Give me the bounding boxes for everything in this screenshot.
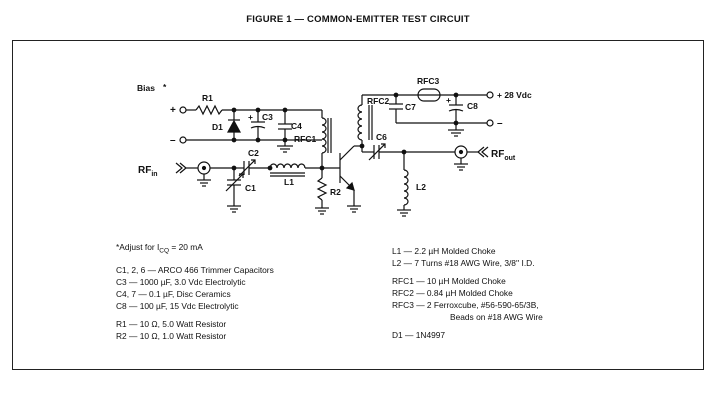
rfc1-choke xyxy=(321,117,327,154)
d1-label: D1 xyxy=(212,122,223,132)
rfc3-label: RFC3 xyxy=(417,76,439,86)
rfc2-choke xyxy=(357,104,363,141)
circuit-frame xyxy=(12,40,704,370)
vdc-terminal xyxy=(486,91,494,99)
note-rfc2: RFC2 — 0.84 µH Molded Choke xyxy=(392,288,513,298)
rf-out-arrow xyxy=(477,146,485,158)
note-c8: C8 — 100 µF, 15 Vdc Electrolytic xyxy=(116,300,239,311)
bias-plus-terminal xyxy=(179,106,187,114)
out-minus-terminal xyxy=(486,119,494,127)
note-r2: R2 — 10 Ω, 1.0 Watt Resistor xyxy=(116,330,227,341)
r2-label: R2 xyxy=(330,187,341,197)
rfc2-label: RFC2 xyxy=(367,96,389,106)
rf-out-label: RFout xyxy=(491,149,516,162)
note-c4-c7: C4, 7 — 0.1 µF, Disc Ceramics xyxy=(116,288,231,299)
note-rfc1: RFC1 — 10 µH Molded Choke xyxy=(392,276,506,286)
c6-label: C6 xyxy=(376,132,387,142)
note-rfc3-cont: Beads on #18 AWG Wire xyxy=(450,312,543,322)
l1-label: L1 xyxy=(284,177,294,187)
r1-label: R1 xyxy=(202,93,213,103)
rfc1-label: RFC1 xyxy=(294,134,316,144)
parts-list-right: L1 — 2.2 µH Molded Choke L2 — 7 Turns #1… xyxy=(392,245,543,341)
note-l1: L1 — 2.2 µH Molded Choke xyxy=(392,246,496,256)
note-c3: C3 — 1000 µF, 3.0 Vdc Electrolytic xyxy=(116,276,246,287)
rf-in-arrow xyxy=(175,162,183,174)
c7-label: C7 xyxy=(405,102,416,112)
note-r1: R1 — 10 Ω, 5.0 Watt Resistor xyxy=(116,318,227,329)
c1-label: C1 xyxy=(245,183,256,193)
bias-minus-terminal xyxy=(179,136,187,144)
r1-resistor xyxy=(195,104,223,116)
parts-list-left: *Adjust for ICQ = 20 mA C1, 2, 6 — ARCO … xyxy=(116,241,274,342)
note-c1-c2-c6: C1, 2, 6 — ARCO 466 Trimmer Capacitors xyxy=(116,264,274,275)
c3-label: C3 xyxy=(262,112,273,122)
out-minus-label: – xyxy=(497,118,503,129)
r2-resistor xyxy=(316,177,328,201)
l2-label: L2 xyxy=(416,182,426,192)
bias-label: Bias xyxy=(137,83,155,93)
figure-title: FIGURE 1 — COMMON-EMITTER TEST CIRCUIT xyxy=(246,14,470,25)
note-l2: L2 — 7 Turns #18 AWG Wire, 3/8'' I.D. xyxy=(392,258,535,268)
rf-in-label: RFin xyxy=(138,165,158,178)
d1-diode xyxy=(226,119,242,133)
l2-coil xyxy=(403,169,409,206)
note-d1: D1 — 1N4997 xyxy=(392,330,446,340)
c8-label: C8 xyxy=(467,101,478,111)
l1-choke xyxy=(269,163,306,169)
bias-minus-label: – xyxy=(170,135,176,146)
bias-asterisk: * xyxy=(163,82,167,92)
note-rfc3: RFC3 — 2 Ferroxcube, #56-590-65/3B, xyxy=(392,300,539,310)
vdc-label: + 28 Vdc xyxy=(497,90,532,100)
c4-label: C4 xyxy=(291,121,302,131)
c2-label: C2 xyxy=(248,148,259,158)
c8-plus-mark: + xyxy=(446,95,451,105)
note-adjust: *Adjust for ICQ = 20 mA xyxy=(116,242,203,255)
c3-plus-mark: + xyxy=(248,112,253,122)
bias-plus-label: + xyxy=(170,105,176,116)
